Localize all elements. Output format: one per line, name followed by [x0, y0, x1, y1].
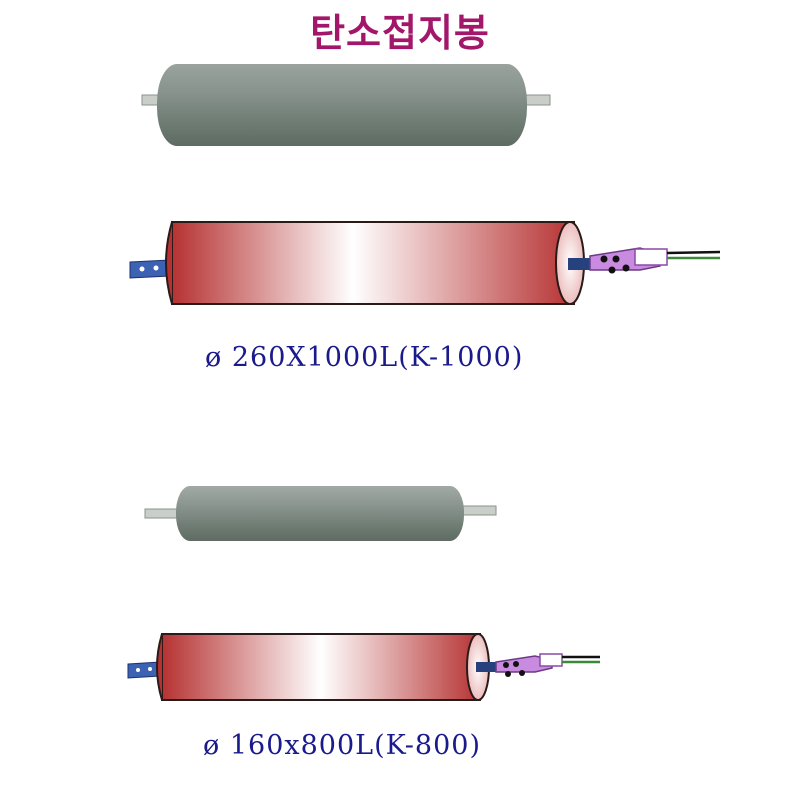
- product-spec-1: ø 260X1000L(K-1000): [205, 342, 524, 373]
- product-spec-2: ø 160x800L(K-800): [203, 730, 481, 761]
- page-title: 탄소접지봉: [310, 11, 490, 55]
